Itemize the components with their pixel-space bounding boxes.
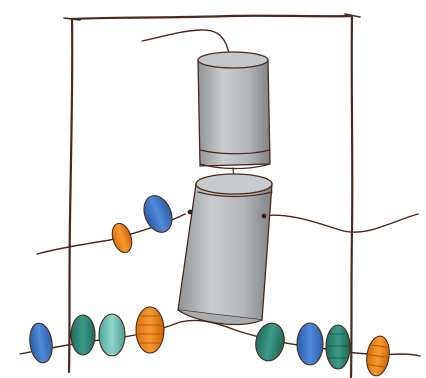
lower-cylinder xyxy=(178,174,272,325)
bead-blue-bottom-right xyxy=(297,323,323,365)
bead-teal-bottom-left xyxy=(71,315,95,355)
bead-orange-middle xyxy=(109,221,135,255)
bead-teal-bottom-right-2 xyxy=(326,325,350,369)
bead-blue-bottom-left xyxy=(27,322,54,365)
upper-cylinder xyxy=(198,52,270,169)
bead-mint-bottom-left xyxy=(99,314,125,356)
bead-teal-bottom-right xyxy=(252,321,287,364)
bead-orange-bottom-left xyxy=(136,307,164,353)
bead-orange-bottom-right xyxy=(364,335,391,378)
